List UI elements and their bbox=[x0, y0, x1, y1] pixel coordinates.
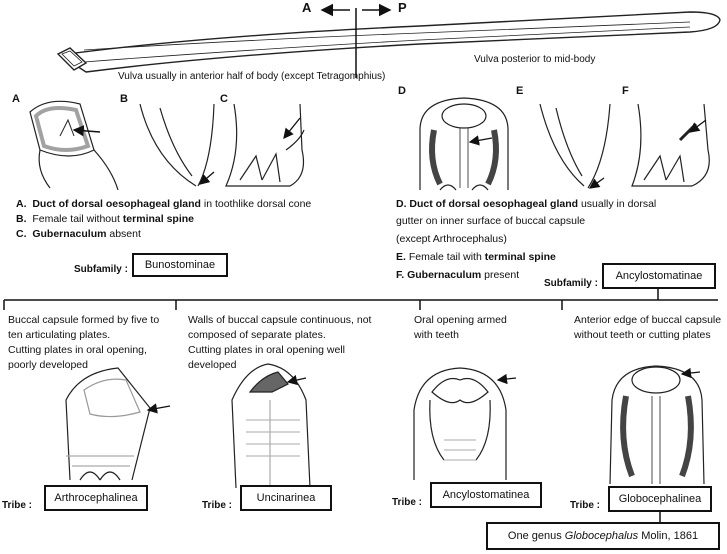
description-line: composed of separate plates. bbox=[188, 329, 326, 341]
bunostominae-notes: A. Duct of dorsal oesophageal gland in t… bbox=[16, 197, 311, 242]
tribe-box-arthrocephalinea: Arthrocephalinea bbox=[44, 485, 148, 511]
panel-f-drawing bbox=[631, 103, 710, 187]
genus-name: Globocephalus bbox=[564, 530, 639, 542]
ancylostomatinea-head-drawing bbox=[413, 367, 517, 480]
panel-label-d: D bbox=[398, 85, 406, 97]
ancylostomatinae-subfamily-box: Ancylostomatinae bbox=[602, 263, 716, 289]
panel-label-c: C bbox=[220, 93, 228, 105]
panel-c-drawing bbox=[225, 103, 305, 187]
vulva-posterior-caption: Vulva posterior to mid-body bbox=[474, 54, 596, 65]
description-line: Anterior edge of buccal capsule bbox=[574, 314, 722, 326]
description-line: Buccal capsule formed by five to bbox=[8, 314, 160, 326]
posterior-label: P bbox=[398, 0, 407, 15]
tribe-box-globocephalinea: Globocephalinea bbox=[608, 486, 712, 512]
note-line: B. Female tail without terminal spine bbox=[16, 213, 195, 225]
tribe-description-uncinarinea: Walls of buccal capsule continuous, not … bbox=[188, 313, 371, 373]
genus-note-author: Molin, 1861 bbox=[638, 530, 699, 542]
ancylostomatinae-notes: D. Duct of dorsal oesophageal gland usua… bbox=[396, 197, 656, 284]
tribe-description-arthrocephalinea: Buccal capsule formed by five to ten art… bbox=[8, 313, 159, 373]
note-line: E. Female tail with terminal spine bbox=[396, 251, 556, 263]
description-line: ten articulating plates. bbox=[8, 329, 111, 341]
panel-label-e: E bbox=[516, 85, 524, 97]
tribe-label: Tribe : bbox=[202, 500, 233, 511]
note-line: gutter on inner surface of buccal capsul… bbox=[396, 215, 586, 227]
note-line: A. Duct of dorsal oesophageal gland in t… bbox=[16, 198, 312, 210]
description-line: Cutting plates in oral opening well bbox=[188, 344, 346, 356]
globocephalinea-head-drawing bbox=[609, 365, 705, 485]
worm-body-outline bbox=[56, 11, 721, 73]
bunostominae-subfamily-label: Subfamily : bbox=[74, 264, 128, 275]
note-line: D. Duct of dorsal oesophageal gland usua… bbox=[396, 198, 657, 210]
tribe-description-globocephalinea: Anterior edge of buccal capsule without … bbox=[574, 313, 721, 343]
description-line: Cutting plates in oral opening, bbox=[8, 344, 147, 356]
genus-note-box: One genus Globocephalus Molin, 1861 bbox=[486, 522, 720, 550]
tribe-connector-lines bbox=[3, 289, 718, 522]
uncinarinea-head-drawing bbox=[231, 363, 311, 489]
tribe-label: Tribe : bbox=[570, 500, 601, 511]
description-line: Walls of buccal capsule continuous, not bbox=[188, 314, 372, 326]
tribe-box-ancylostomatinea: Ancylostomatinea bbox=[430, 482, 542, 508]
tribe-box-uncinarinea: Uncinarinea bbox=[240, 485, 332, 511]
panel-label-f: F bbox=[622, 85, 629, 97]
anterior-label: A bbox=[302, 0, 312, 15]
tribe-label: Tribe : bbox=[392, 497, 423, 508]
tribe-label: Tribe : bbox=[2, 500, 33, 511]
description-line: poorly developed bbox=[8, 359, 88, 371]
genus-note-prefix: One genus bbox=[507, 530, 565, 542]
panel-b-drawing bbox=[139, 103, 215, 187]
note-line: F. Gubernaculum present bbox=[396, 269, 520, 281]
note-line: C. Gubernaculum absent bbox=[16, 228, 141, 240]
panel-label-b: B bbox=[120, 93, 128, 105]
panel-a-drawing bbox=[29, 100, 119, 191]
description-line: developed bbox=[188, 359, 237, 371]
note-line: (except Arthrocephalus) bbox=[396, 233, 507, 245]
panel-label-a: A bbox=[12, 93, 20, 105]
tribe-description-ancylostomatinea: Oral opening armed with teeth bbox=[414, 313, 507, 343]
description-line: Oral opening armed bbox=[414, 314, 507, 326]
ancylostomatinae-subfamily-label: Subfamily : bbox=[544, 278, 598, 289]
vulva-anterior-caption: Vulva usually in anterior half of body (… bbox=[118, 71, 386, 82]
arthrocephalinea-head-drawing bbox=[65, 367, 171, 481]
panel-e-drawing bbox=[539, 103, 611, 189]
description-line: with teeth bbox=[414, 329, 459, 341]
bunostominae-subfamily-box: Bunostominae bbox=[132, 253, 228, 277]
description-line: without teeth or cutting plates bbox=[574, 329, 711, 341]
panel-d-drawing bbox=[419, 97, 509, 191]
